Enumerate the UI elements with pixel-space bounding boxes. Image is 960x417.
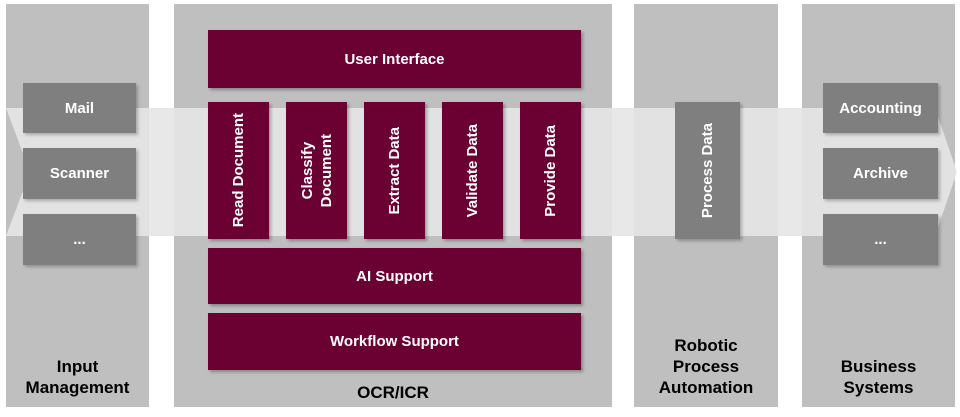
rpa-process-data-label: Process Data [699,122,716,219]
business-item-accounting: Accounting [823,83,938,133]
step-classify-document: Classify Document [286,102,347,239]
step-extract-data: Extract Data [364,102,425,239]
input-item-mail: Mail [23,83,136,133]
business-item-archive: Archive [823,148,938,199]
step-classify-document-label: Classify Document [298,133,335,208]
step-validate-data: Validate Data [442,102,503,239]
business-item-more: ... [823,214,938,265]
input-management-label: Input Management [25,357,130,397]
step-provide-data: Provide Data [520,102,581,239]
rpa-label: Robotic Process Automation [658,336,754,397]
step-read-document-label: Read Document [230,113,247,228]
ocr-icr-label: OCR/ICR [357,383,429,402]
input-item-scanner: Scanner [23,148,136,199]
input-item-more: ... [23,214,136,265]
user-interface-box: User Interface [208,30,581,88]
step-validate-data-label: Validate Data [464,123,481,218]
business-systems-label: Business Systems [840,357,917,397]
input-management-column [6,4,149,407]
ai-support-box: AI Support [208,248,581,304]
step-read-document: Read Document [208,102,269,239]
business-systems-column [802,4,955,407]
step-provide-data-label: Provide Data [542,124,559,217]
step-extract-data-label: Extract Data [386,126,403,215]
rpa-process-data: Process Data [675,102,740,239]
workflow-support-box: Workflow Support [208,313,581,370]
